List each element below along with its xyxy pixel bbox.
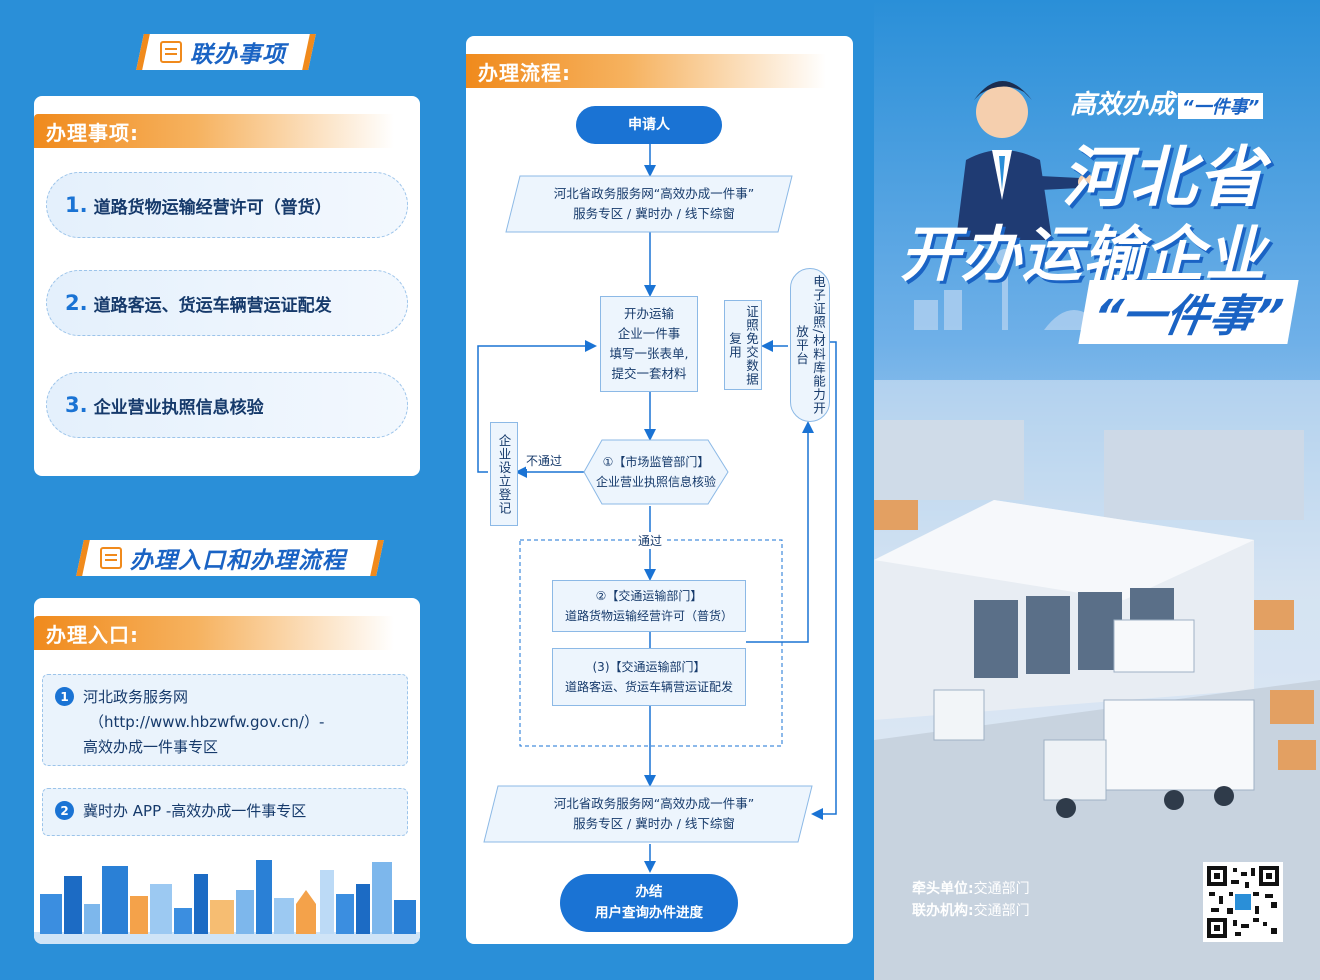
entry-card-header: 办理入口: <box>34 616 394 650</box>
flow-portal-bottom: 河北省政务服务网“高效办成一件事” 服务专区 / 冀时办 / 线下综窗 <box>553 796 755 831</box>
items-card-header: 办理事项: <box>34 114 394 148</box>
entry-1: 1 河北政务服务网 （http://www.hbzwfw.gov.cn/）- 高… <box>42 674 408 766</box>
section-tag-label: 联办事项 <box>190 42 286 68</box>
number-badge-1: 1 <box>55 687 74 706</box>
qr-code-icon <box>1207 866 1279 938</box>
document-icon <box>160 41 182 63</box>
number-badge-2: 2 <box>55 801 74 820</box>
qr-code[interactable] <box>1203 862 1283 942</box>
city-skyline-illustration <box>34 860 420 944</box>
flow-card: 办理流程: <box>466 36 853 944</box>
flow-end-finish: 办结 用户查询办件进度 <box>560 874 738 932</box>
flow-card-header: 办理流程: <box>466 54 826 88</box>
flow-start-applicant: 申请人 <box>576 106 722 144</box>
flow-pass-label: 通过 <box>636 532 665 549</box>
flow-transport-permit: ②【交通运输部门】 道路货物运输经营许可（普货） <box>552 580 746 632</box>
portal-link[interactable]: （http://www.hbzwfw.gov.cn/）- <box>89 713 325 731</box>
title-main: 开办运输企业 <box>900 220 1266 290</box>
flow-connectors <box>477 144 837 873</box>
flow-vehicle-certificate: (3)【交通运输部门】 道路客运、货运车辆营运证配发 <box>552 648 746 706</box>
computer-icon <box>100 547 122 569</box>
flow-portal-top: 河北省政务服务网“高效办成一件事” 服务专区 / 冀时办 / 线下综窗 <box>553 186 755 221</box>
joint-agency: 联办机构:交通部门 <box>912 903 1030 919</box>
section-tag-entry-flow: 办理入口和办理流程 <box>76 540 384 576</box>
entry-card: 办理入口: 1 河北政务服务网 （http://www.hbzwfw.gov.c… <box>34 598 420 944</box>
title-one-thing: “一件事” <box>1078 280 1299 344</box>
flow-data-reuse: 证照免交数据复用 <box>724 300 762 390</box>
title-province: 河北省 <box>1062 139 1266 216</box>
section-tag-label: 办理入口和办理流程 <box>130 548 346 574</box>
items-card: 办理事项: 1. 道路货物运输经营许可（普货） 2. 道路客运、货运车辆营运证配… <box>34 96 420 476</box>
item-pill-1: 1. 道路货物运输经营许可（普货） <box>46 172 408 238</box>
flow-company-registration: 企业设立登记 <box>490 422 518 526</box>
item-pill-2: 2. 道路客运、货运车辆营运证配发 <box>46 270 408 336</box>
flow-reject-label: 不通过 <box>526 452 563 469</box>
lead-unit: 牵头单位:交通部门 <box>912 881 1030 897</box>
slogan: 高效办成“一件事” <box>1070 84 1264 121</box>
flow-fill-form: 开办运输 企业一件事 填写一张表单, 提交一套材料 <box>600 296 698 392</box>
flow-market-check: ①【市场监管部门】 企业营业执照信息核验 <box>595 455 716 489</box>
item-pill-3: 3. 企业营业执照信息核验 <box>46 372 408 438</box>
hero-panel: 高效办成“一件事” 河北省 开办运输企业 “一件事” <box>874 0 1320 980</box>
section-tag-joint-items: 联办事项 <box>136 34 316 70</box>
entry-2: 2 冀时办 APP -高效办成一件事专区 <box>42 788 408 836</box>
flow-e-license-platform: 电子证照/材料库能力开放平台 <box>790 268 830 422</box>
